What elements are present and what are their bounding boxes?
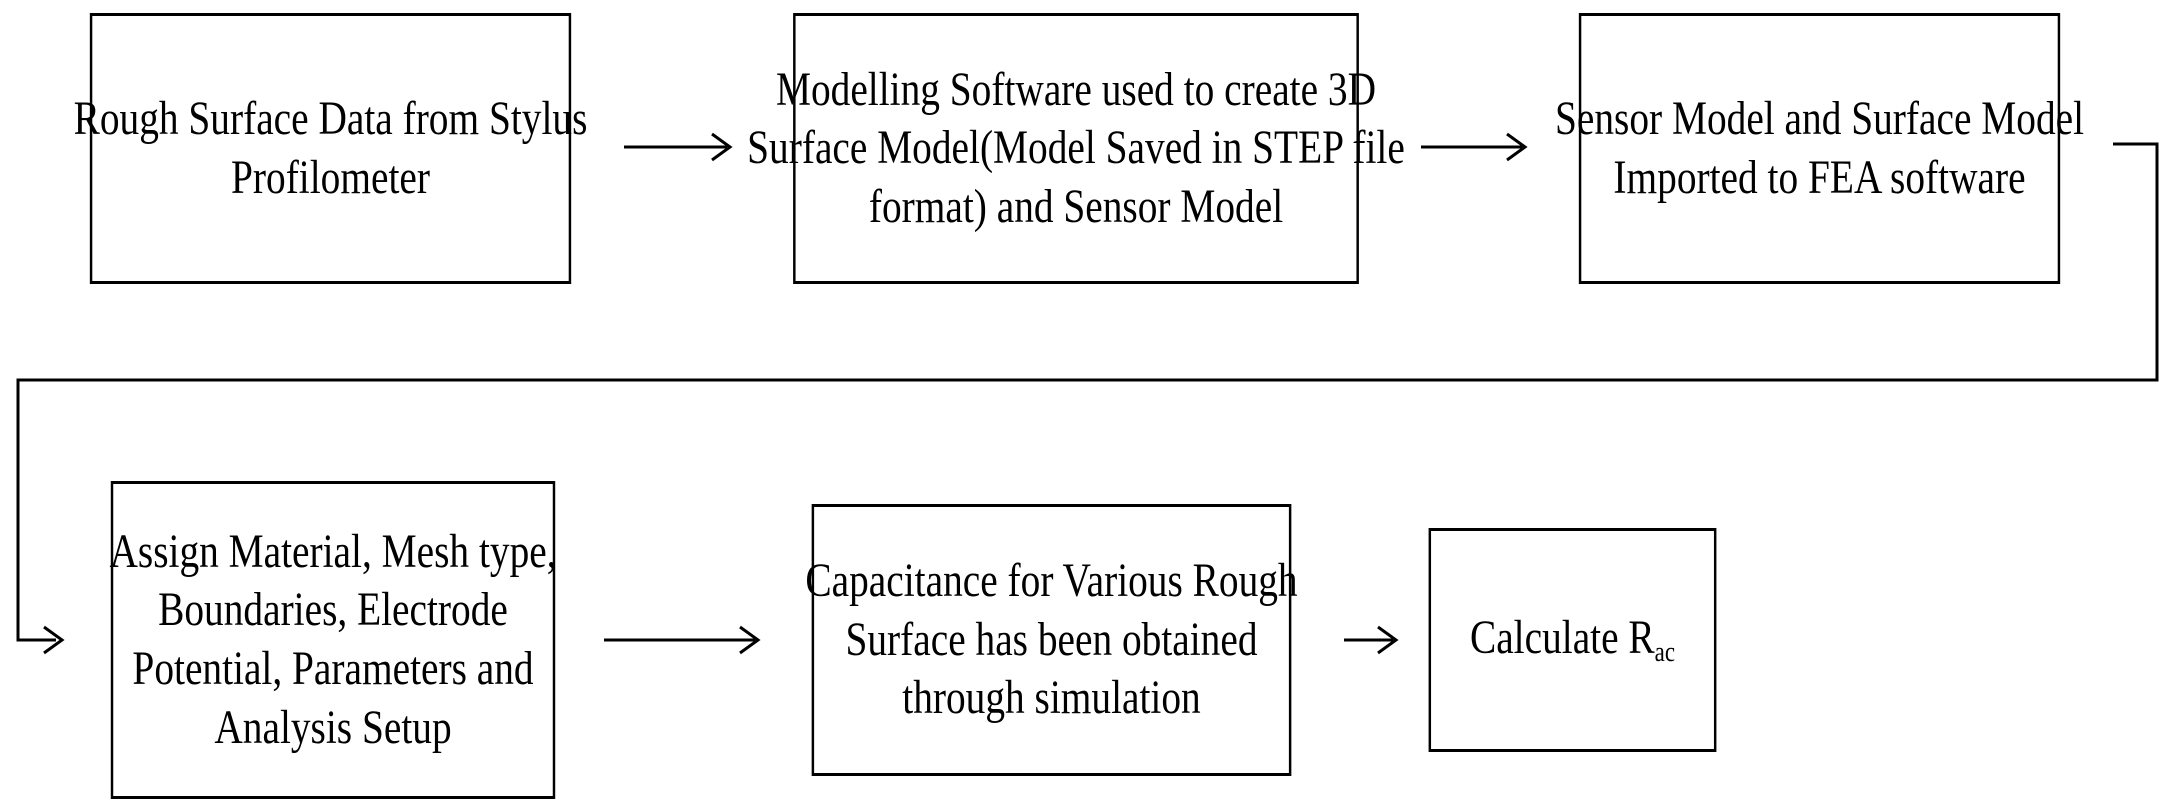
arrow-3-to-4 <box>16 142 2159 655</box>
step-text: Surface has been obtained <box>845 612 1258 666</box>
step-text: Modelling Software used to create 3D <box>775 62 1377 116</box>
arrow-4-to-5 <box>604 625 761 655</box>
step-box-surface-data: Rough Surface Data from Stylus Profilome… <box>74 13 587 284</box>
step-box-fea-import: Sensor Model and Surface Model Imported … <box>1555 13 2084 284</box>
step-text: through simulation <box>902 671 1201 725</box>
step-text: Capacitance for Various Rough <box>805 554 1298 608</box>
arrow-2-to-3 <box>1421 132 1528 162</box>
step-box-assign-material: Assign Material, Mesh type, Boundaries, … <box>109 481 557 799</box>
calculate-label: Calculate R <box>1469 611 1655 665</box>
step-text: Imported to FEA software <box>1613 150 2026 204</box>
step-box-capacitance: Capacitance for Various Rough Surface ha… <box>805 504 1298 776</box>
step-text: Rough Surface Data from Stylus <box>73 91 588 145</box>
step-text: Assign Material, Mesh type, <box>109 524 557 578</box>
step-box-calculate-rac: Calculate Rac <box>1428 528 1717 752</box>
step-box-modelling-software: Modelling Software used to create 3D Sur… <box>747 13 1405 284</box>
step-text: Potential, Parameters and <box>132 642 534 695</box>
step-text: Calculate Rac <box>1470 609 1675 670</box>
arrow-5-to-6 <box>1344 625 1399 655</box>
rac-subscript: ac <box>1654 637 1676 669</box>
step-text: Analysis Setup <box>214 700 452 754</box>
step-text: format) and Sensor Model <box>868 179 1284 233</box>
step-text: Sensor Model and Surface Model <box>1554 91 2085 145</box>
step-text: Boundaries, Electrode <box>158 583 508 637</box>
step-text: Profilometer <box>231 150 430 204</box>
step-text: Surface Model(Model Saved in STEP file <box>747 121 1405 175</box>
arrow-1-to-2 <box>624 132 733 162</box>
